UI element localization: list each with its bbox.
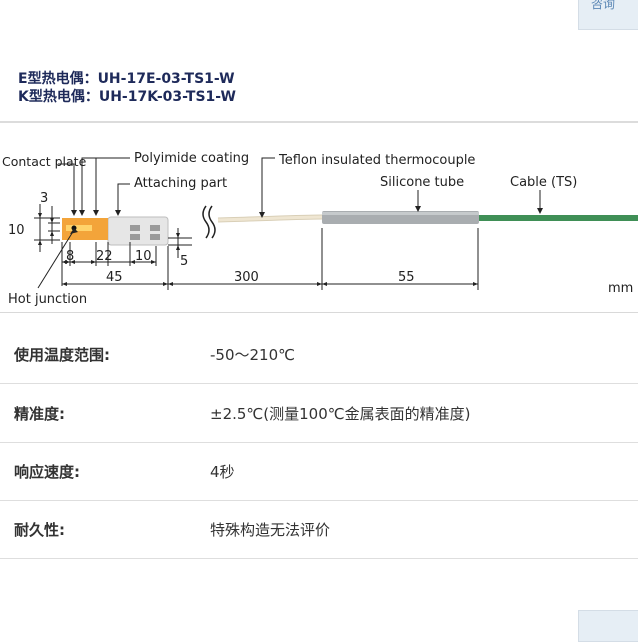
dim-5: 5 (180, 254, 188, 269)
label-contact-plate: Contact plate (2, 154, 87, 169)
divider (0, 121, 638, 123)
spec-row-temperature: 使用温度范围: -50～210℃ (0, 326, 638, 384)
spec-label: 使用温度范围: (14, 346, 110, 364)
label-attaching: Attaching part (134, 176, 227, 191)
dim-55: 55 (398, 270, 415, 285)
label-teflon: Teflon insulated thermocouple (278, 153, 475, 168)
spec-label: 响应速度: (14, 463, 80, 481)
inquiry-tab-label: 咨询 (591, 0, 616, 11)
bottom-tab[interactable] (578, 610, 638, 642)
label-polyimide: Polyimide coating (134, 151, 249, 166)
dim-3: 3 (40, 191, 48, 206)
model-list: E型热电偶：UH-17E-03-TS1-W K型热电偶：UH-17K-03-TS… (18, 70, 236, 106)
model-k-type: K型热电偶：UH-17K-03-TS1-W (18, 89, 236, 105)
break-mark (202, 205, 210, 239)
spec-row-response: 响应速度: 4秒 (0, 443, 638, 501)
label-unit: mm (608, 281, 633, 296)
dim-10-left: 10 (8, 223, 25, 238)
label-cable: Cable (TS) (510, 175, 577, 190)
spec-row-accuracy: 精准度: ±2.5℃(测量100℃金属表面的精准度) (0, 385, 638, 443)
spec-value: 4秒 (210, 463, 235, 481)
label-hot-junction: Hot junction (8, 292, 87, 307)
dim-45: 45 (106, 270, 123, 285)
dim-22: 22 (96, 249, 113, 264)
spec-value: 特殊构造无法评价 (210, 521, 331, 539)
thermocouple-diagram: Contact plate Polyimide coating Attachin… (2, 151, 638, 307)
row-divider (0, 558, 638, 559)
dim-10-mid: 10 (135, 249, 152, 264)
label-silicone: Silicone tube (380, 175, 464, 190)
inquiry-tab[interactable]: 咨询 (578, 0, 638, 30)
spec-value: -50～210℃ (210, 346, 295, 364)
spec-value: ±2.5℃(测量100℃金属表面的精准度) (210, 405, 471, 423)
dim-8: 8 (66, 249, 74, 264)
model-e-type: E型热电偶：UH-17E-03-TS1-W (18, 71, 235, 87)
row-divider (0, 500, 638, 501)
spec-row-durability: 耐久性: 特殊构造无法评价 (0, 501, 638, 559)
dim-300: 300 (234, 270, 259, 285)
spec-label: 耐久性: (14, 521, 65, 539)
row-divider (0, 442, 638, 443)
spec-label: 精准度: (14, 405, 65, 423)
row-divider (0, 383, 638, 384)
divider (0, 312, 638, 313)
cable-body (478, 215, 638, 221)
